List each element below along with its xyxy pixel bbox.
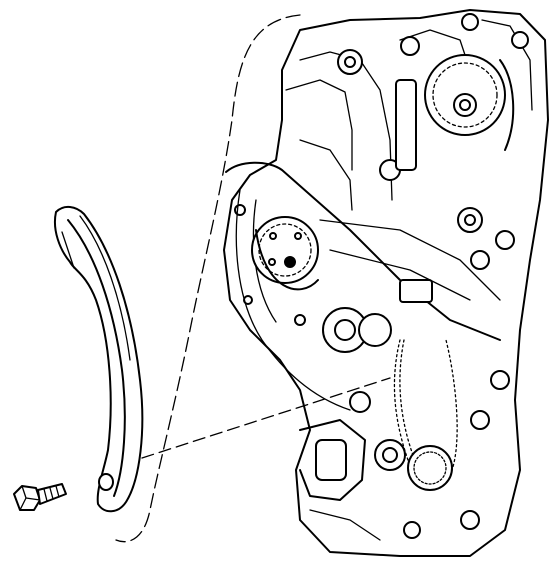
detail-callout-icon (115, 14, 391, 543)
guide-bolt-icon (13, 483, 67, 511)
guide-mount-hole (98, 473, 114, 491)
camshaft-sprocket-left (251, 216, 319, 291)
crankshaft-sprocket (374, 439, 453, 491)
leader-line (141, 377, 391, 459)
timing-chain-guide-icon (54, 206, 144, 513)
idler-sprocket (322, 307, 392, 353)
engine-front-timing-icon (223, 9, 549, 557)
camshaft-sprocket-upper (424, 54, 515, 151)
cam-cap-bolts (337, 13, 529, 181)
